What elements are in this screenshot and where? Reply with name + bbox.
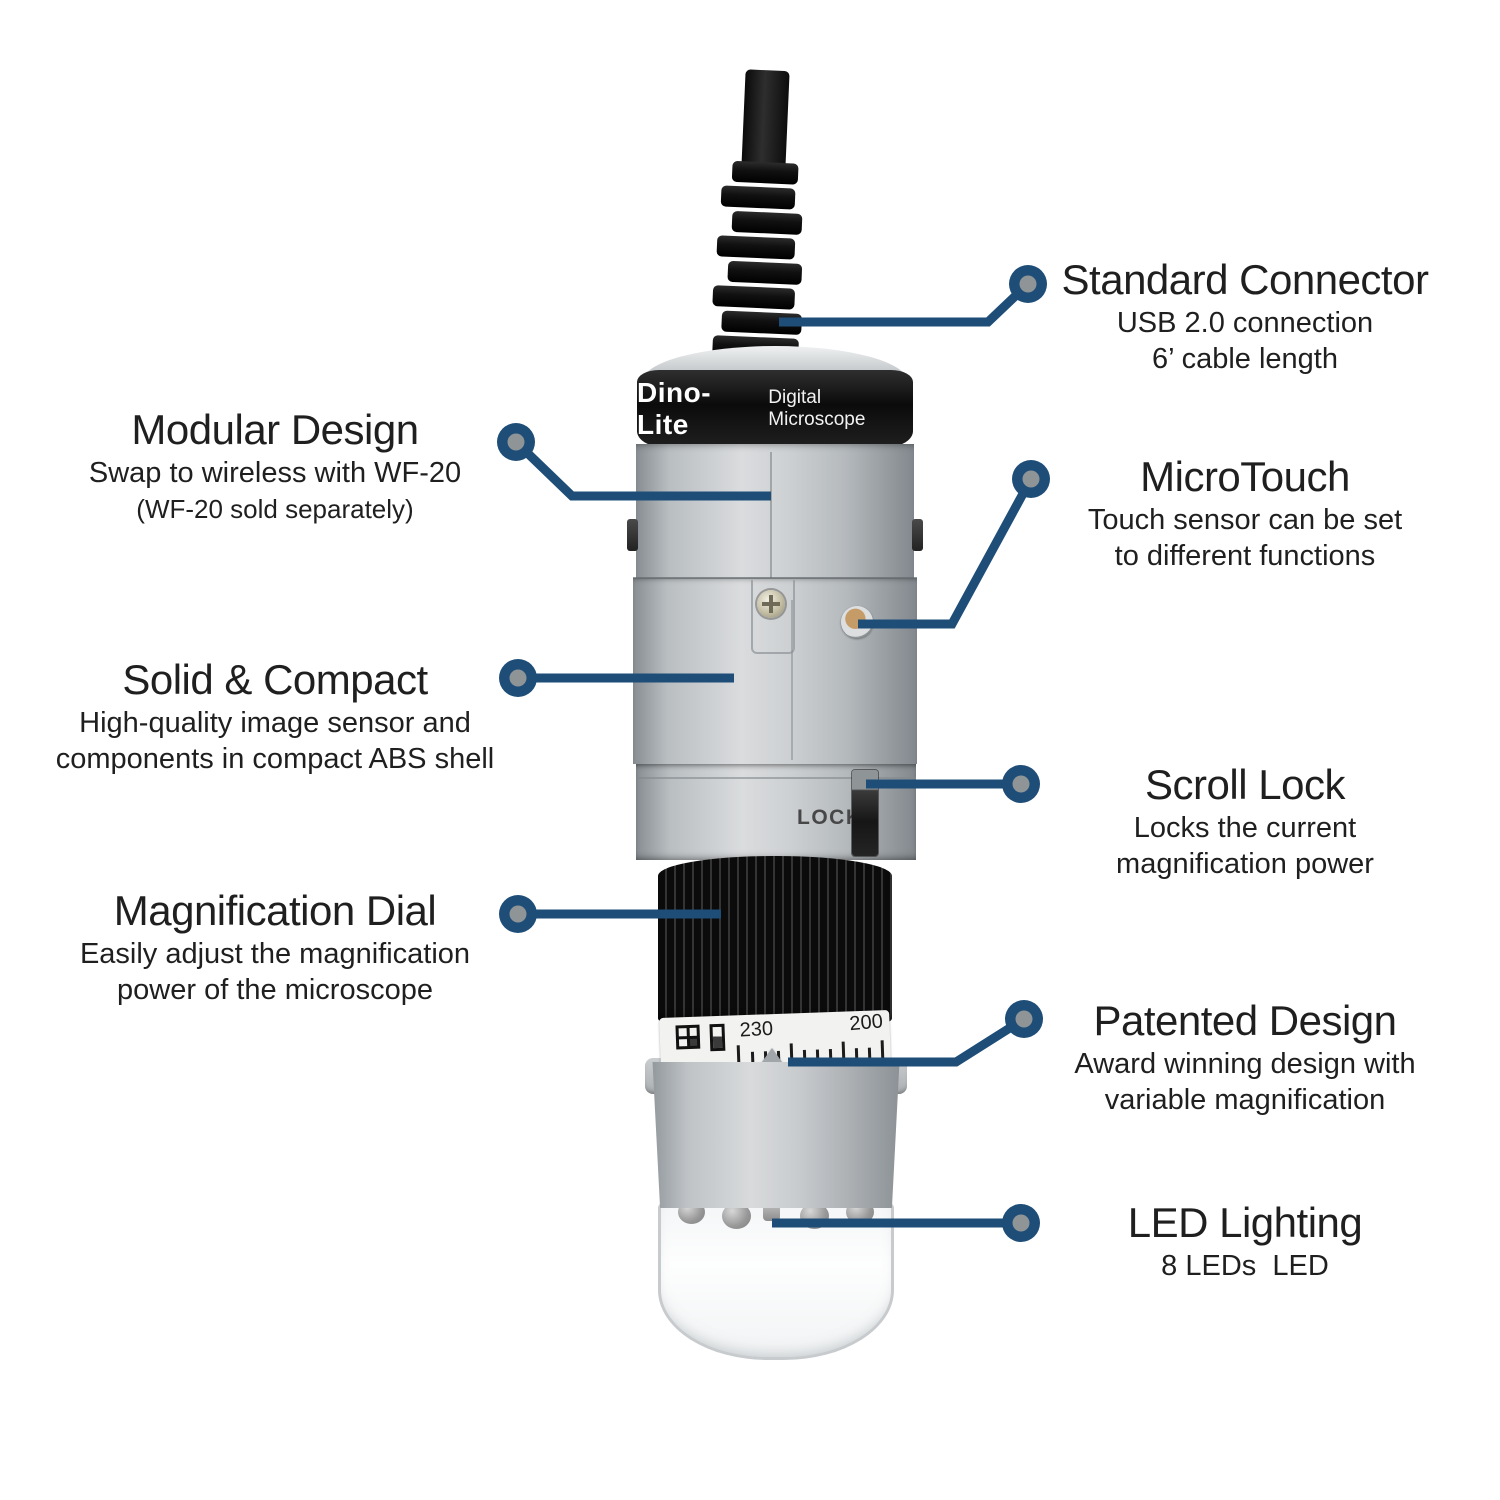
- upper-body: [636, 444, 914, 580]
- callout-scroll-lock: Scroll Lock Locks the current magnificat…: [1015, 760, 1475, 882]
- callout-solid-compact: Solid & Compact High-quality image senso…: [45, 655, 505, 777]
- module-seam-vertical: [791, 600, 793, 760]
- brand-band: Dino-Lite Digital Microscope: [637, 370, 913, 447]
- callout-magnification-dial: Magnification Dial Easily adjust the mag…: [45, 886, 505, 1008]
- magnification-dial-ribbed: [658, 856, 892, 1022]
- callout-line: (WF-20 sold separately): [136, 494, 414, 524]
- callout-title: Magnification Dial: [113, 887, 437, 934]
- callout-line: to different functions: [1114, 540, 1376, 572]
- screw-icon: [757, 590, 785, 618]
- callout-title: Standard Connector: [1061, 256, 1429, 303]
- lock-ring-seam: [636, 777, 916, 779]
- callout-modular-design: Modular Design Swap to wireless with WF-…: [45, 405, 505, 527]
- side-tab-right: [912, 519, 923, 551]
- side-tab-left: [627, 519, 638, 551]
- callout-microtouch: MicroTouch Touch sensor can be set to di…: [1015, 452, 1475, 574]
- lower-body: [652, 1062, 900, 1208]
- callout-title: Solid & Compact: [122, 656, 428, 703]
- callout-line: variable magnification: [1104, 1084, 1386, 1116]
- callout-line: Touch sensor can be set: [1087, 504, 1403, 536]
- callout-line: 6’ cable length: [1152, 343, 1338, 375]
- callout-title: Modular Design: [131, 406, 419, 453]
- product-type-label: Digital Microscope: [768, 386, 866, 430]
- callout-line: Easily adjust the magnification: [79, 938, 471, 970]
- clear-led-cap: [658, 1202, 894, 1360]
- module-seam: [633, 577, 917, 579]
- callout-line: magnification power: [1116, 848, 1374, 880]
- scroll-lock-slider: [852, 770, 878, 856]
- callout-line: Locks the current: [1133, 812, 1357, 844]
- screw-recess: [751, 580, 795, 654]
- body-seam: [770, 452, 772, 578]
- callout-line: components in compact ABS shell: [55, 743, 495, 775]
- callout-title: Scroll Lock: [1145, 761, 1345, 808]
- brand-logo: Dino-Lite: [637, 376, 712, 440]
- callout-line: USB 2.0 connection: [1116, 307, 1374, 339]
- callout-led-lighting: LED Lighting 8 LEDs LED: [1015, 1198, 1475, 1284]
- callout-line: power of the microscope: [117, 974, 433, 1006]
- callout-line: High-quality image sensor and: [79, 707, 471, 739]
- lock-label: LOCK: [797, 806, 863, 829]
- cable: [741, 69, 790, 172]
- usb-cable: [700, 68, 823, 363]
- callout-line: Award winning design with: [1074, 1048, 1416, 1080]
- cable-strain-relief: [700, 160, 819, 365]
- callout-title: Patented Design: [1093, 997, 1397, 1044]
- callout-title: LED Lighting: [1127, 1199, 1363, 1246]
- microtouch-sensor-button: [841, 606, 873, 638]
- callout-title: MicroTouch: [1140, 453, 1350, 500]
- callout-standard-connector: Standard Connector USB 2.0 connection 6’…: [1015, 255, 1475, 377]
- leader-standard-connector: [779, 280, 1032, 327]
- callout-patented-design: Patented Design Award winning design wit…: [1015, 996, 1475, 1118]
- callout-line: Swap to wireless with WF-20: [88, 457, 462, 489]
- callout-line: 8 LEDs LED: [1161, 1250, 1329, 1282]
